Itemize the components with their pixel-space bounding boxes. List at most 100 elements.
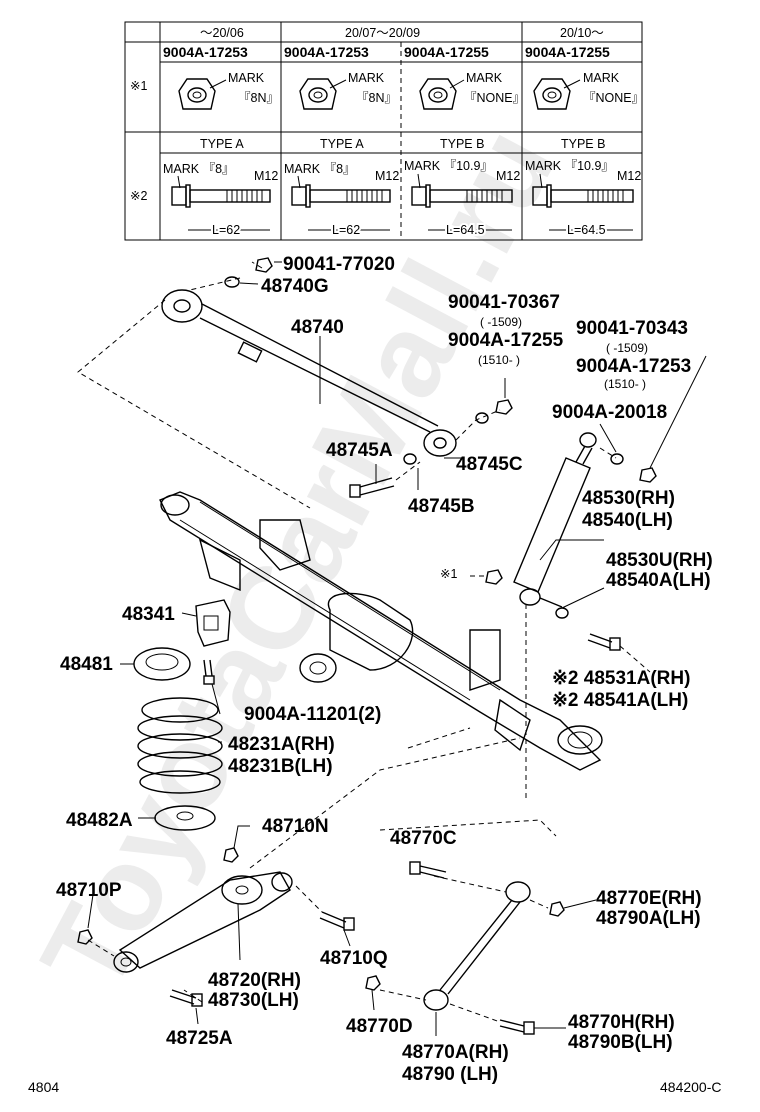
label-48231A: 48231A(RH): [228, 734, 335, 755]
bolt-length-2: L=62: [332, 223, 360, 237]
nut-icon: [365, 975, 381, 991]
coil-spring-drawing: [137, 697, 223, 794]
bolt-icon: [171, 184, 271, 208]
date-header-3: 20/10～: [560, 26, 604, 40]
label-48540A: 48540A(LH): [606, 570, 711, 591]
nut-icon: [223, 847, 239, 863]
nut-part-1: 9004A-17253: [163, 44, 248, 60]
footer-right-code: 484200-C: [660, 1079, 722, 1095]
nut-icon: [549, 901, 565, 917]
row1-marker: ※1: [130, 79, 147, 93]
bolt-mark-2: MARK 『8』: [284, 162, 356, 176]
bolt-mark-4: MARK 『10.9』: [525, 159, 614, 173]
label-48540: 48540(LH): [582, 510, 673, 531]
label-48541A: ※2 48541A(LH): [552, 690, 688, 711]
nut-part-4: 9004A-17255: [525, 44, 610, 60]
bolt-size-2: M12: [375, 169, 399, 183]
bolt-type-3: TYPE B: [440, 137, 484, 151]
hex-nut-icon: [299, 78, 337, 110]
bolt-icon: [499, 1019, 535, 1035]
nut-mark-label-4: MARK: [583, 71, 620, 85]
date-header-2: 20/07～20/09: [345, 26, 420, 40]
label-9004A-17255: 9004A-17255: [448, 330, 564, 351]
bolt-size-3: M12: [496, 169, 520, 183]
label-48725A: 48725A: [166, 1028, 233, 1049]
nut-mark-value-4: 『NONE』: [583, 91, 644, 105]
axle-housing-drawing: [159, 491, 603, 771]
label-48770C: 48770C: [390, 828, 457, 849]
label-90041-70343-range: ( -1509): [606, 341, 648, 355]
label-48770A: 48770A(RH): [402, 1042, 509, 1063]
nut-mark-label-2: MARK: [348, 71, 385, 85]
label-48530: 48530(RH): [582, 488, 675, 509]
bolt-type-1: TYPE A: [200, 137, 244, 151]
nut-part-2: 9004A-17253: [284, 44, 369, 60]
label-48530U: 48530U(RH): [606, 550, 713, 571]
nut-icon: [485, 569, 503, 585]
label-48730: 48730(LH): [208, 990, 299, 1011]
bolt-length-4: L=64.5: [567, 223, 606, 237]
bolt-icon: [411, 184, 513, 208]
bolt-size-1: M12: [254, 169, 278, 183]
washer-icon: [610, 453, 624, 465]
label-48770H: 48770H(RH): [568, 1012, 675, 1033]
label-48720: 48720(RH): [208, 970, 301, 991]
label-48710Q: 48710Q: [320, 948, 388, 969]
label-90041-70367-range: ( -1509): [480, 315, 522, 329]
row2-marker: ※2: [130, 189, 147, 203]
bolt-icon: [532, 184, 634, 208]
bolt-icon: [587, 633, 621, 651]
leader-lines: [87, 261, 707, 1036]
connector-lines: [77, 261, 651, 1023]
label-9004A-11201: 9004A-11201(2): [244, 704, 381, 725]
label-48231B: 48231B(LH): [228, 756, 333, 777]
bolt-length-3: L=64.5: [446, 223, 485, 237]
hex-nut-icon: [533, 78, 571, 110]
label-90041-77020: 90041-77020: [283, 254, 395, 275]
label-48740: 48740: [291, 317, 344, 338]
bolt-size-4: M12: [617, 169, 641, 183]
label-48481: 48481: [60, 654, 113, 675]
bolt-icon: [169, 989, 203, 1007]
bolt-icon: [319, 911, 355, 931]
label-9004A-17253-range: (1510- ): [604, 377, 646, 391]
lower-control-arm-drawing: [113, 871, 293, 973]
nut-icon: [255, 257, 273, 273]
nut-icon: [495, 399, 513, 415]
label-48770D: 48770D: [346, 1016, 413, 1037]
label-48745C: 48745C: [456, 454, 523, 475]
label-48710P: 48710P: [56, 880, 122, 901]
label-48745B: 48745B: [408, 496, 475, 517]
bolt-mark-3: MARK 『10.9』: [404, 159, 493, 173]
washer-icon: [475, 412, 489, 424]
label-48740G: 48740G: [261, 276, 329, 297]
bolt-type-2: TYPE A: [320, 137, 364, 151]
label-48790B: 48790B(LH): [568, 1032, 673, 1053]
bolt-icon: [291, 184, 391, 208]
nut-mark-value-3: 『NONE』: [464, 91, 525, 105]
label-9004A-20018: 9004A-20018: [552, 402, 667, 423]
label-9004A-17255-range: (1510- ): [478, 353, 520, 367]
nut-mark-label-3: MARK: [466, 71, 503, 85]
bolt-type-4: TYPE B: [561, 137, 605, 151]
label-48341: 48341: [122, 604, 175, 625]
label-48770E: 48770E(RH): [596, 888, 702, 909]
nut-part-3: 9004A-17255: [404, 44, 489, 60]
bolt-icon: [409, 861, 447, 879]
bolt-length-1: L=62: [212, 223, 240, 237]
label-48710N: 48710N: [262, 816, 329, 837]
bolt-icon: [203, 659, 215, 685]
hex-nut-icon: [419, 78, 457, 110]
label-mark1: ※1: [440, 567, 457, 581]
label-48745A: 48745A: [326, 440, 393, 461]
upper-control-arm-drawing: [423, 881, 531, 1011]
watermark-text: ToyotaCarMall.ru: [16, 107, 581, 1012]
spec-table: ～20/06 20/07～20/09 20/10～ ※1 ※2 9004A-17…: [124, 21, 644, 241]
label-9004A-17253: 9004A-17253: [576, 356, 691, 377]
nut-mark-value-2: 『8N』: [356, 91, 397, 105]
nut-mark-label-1: MARK: [228, 71, 265, 85]
date-header-1: ～20/06: [200, 26, 244, 40]
footer-left-code: 4804: [28, 1079, 59, 1095]
washer-icon: [224, 276, 240, 288]
